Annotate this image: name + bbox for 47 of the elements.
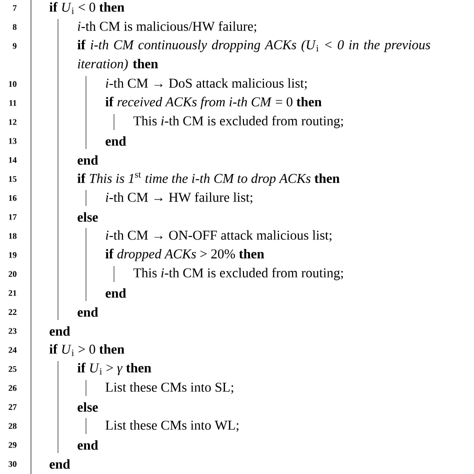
line-number: 7 — [13, 5, 17, 11]
pseudocode-line: else — [78, 402, 98, 412]
line-number: 14 — [8, 157, 17, 163]
pseudocode-line: end — [78, 307, 98, 317]
line-number: 21 — [8, 290, 16, 296]
pseudocode-line: else — [78, 212, 98, 222]
line-number: 20 — [8, 271, 16, 277]
line-number: 17 — [8, 214, 17, 220]
line-number: 16 — [8, 195, 17, 201]
pseudocode-line: i-th CM → HW failure list; — [106, 192, 252, 204]
pseudocode-line: end — [78, 440, 98, 450]
pseudocode-line: if U$_{i}$ > 0 then — [50, 344, 124, 356]
line-number: 23 — [8, 328, 16, 334]
line-number: 8 — [12, 24, 17, 30]
pseudocode-line: end — [106, 288, 126, 298]
pseudocode-line: List these CMs into SL; — [106, 382, 234, 394]
pseudocode-line: This i-th CM is excluded from routing; — [133, 268, 343, 280]
pseudocode-line: if received ACKs from i-th CM = 0 then — [106, 96, 322, 110]
line-number: 18 — [8, 233, 17, 239]
pseudocode-line: i-th CM → DoS attack malicious list; — [106, 78, 307, 90]
pseudocode-line: if dropped ACKs > 20% then — [106, 248, 264, 262]
line-number: 11 — [9, 100, 16, 106]
pseudocode-line: if U$_{i}$ > γ then — [78, 362, 152, 376]
pseudocode-line: i-th CM → ON-OFF attack malicious list; — [106, 230, 332, 242]
pseudocode-line: if This is 1$^{st}$ time the i-th CM to drop ACKs then — [78, 172, 340, 186]
line-number: 22 — [8, 309, 16, 315]
line-number: 25 — [8, 366, 16, 372]
line-number: 19 — [8, 252, 16, 258]
line-number: 12 — [8, 119, 16, 125]
pseudocode-line: if U$_{i}$ < 0 then — [50, 2, 124, 14]
line-number: 29 — [8, 442, 16, 448]
line-number: 13 — [8, 138, 16, 144]
pseudocode-line: end — [50, 326, 70, 336]
line-number: 15 — [8, 176, 16, 182]
line-number: 30 — [8, 461, 16, 467]
pseudocode-line: end — [78, 155, 98, 165]
line-number: 28 — [8, 423, 17, 429]
pseudocode-line: i-th CM is malicious/HW failure; — [78, 21, 256, 33]
pseudocode-line: end — [50, 459, 70, 469]
line-number: 26 — [8, 385, 17, 391]
line-number: 27 — [8, 404, 17, 410]
pseudocode-line: end — [106, 136, 126, 146]
line-number: 9 — [12, 43, 16, 49]
pseudocode-line: This i-th CM is excluded from routing; — [133, 116, 343, 128]
line-number: 24 — [8, 347, 17, 353]
line-number: 10 — [8, 81, 16, 87]
pseudocode-line: List these CMs into WL; — [106, 420, 238, 432]
